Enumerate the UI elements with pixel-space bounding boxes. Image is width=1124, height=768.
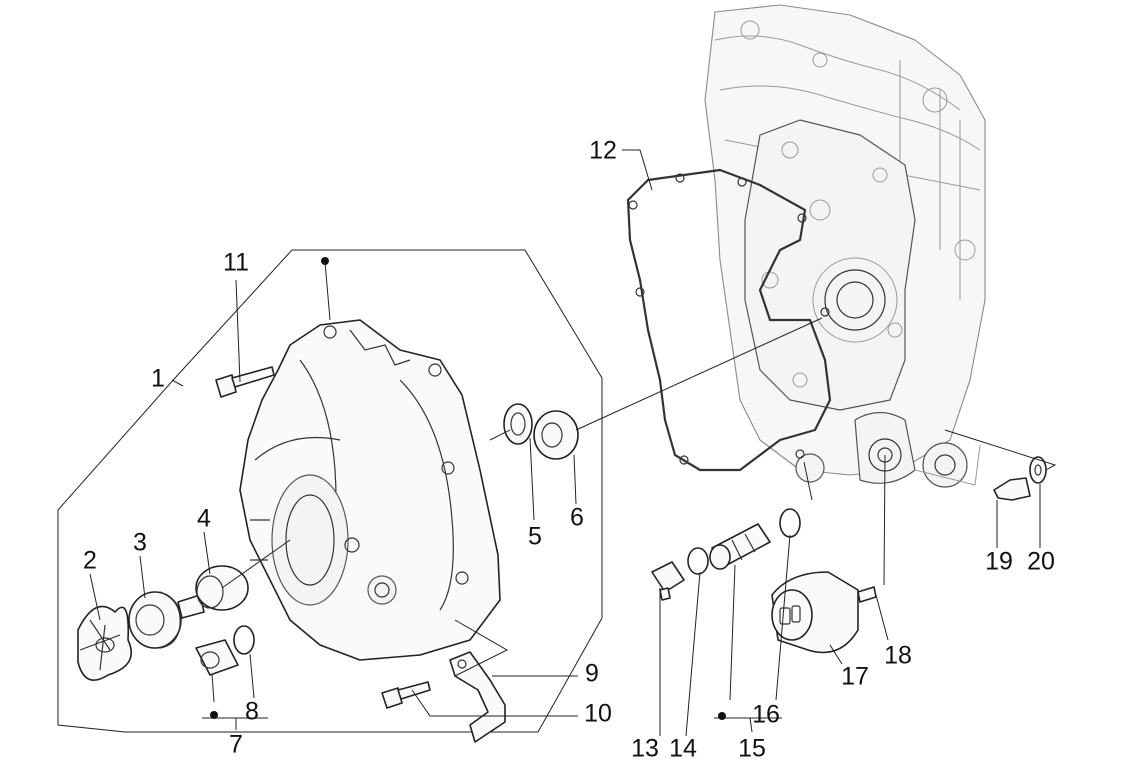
- small-fittings: [993, 456, 1047, 501]
- bolt-11: [215, 366, 275, 398]
- callout-labels: 1 2 3 4 5 6 7 8 9 10 11 12 13 14 15 16 1…: [83, 137, 1055, 763]
- bracket: [381, 651, 506, 743]
- callout-15: 15: [738, 735, 766, 763]
- callout-10: 10: [584, 700, 612, 728]
- callout-4: 4: [197, 505, 211, 533]
- filter-plug: [651, 508, 801, 601]
- callout-11: 11: [223, 249, 249, 277]
- seal-3: [128, 591, 182, 649]
- flywheel-cover: [239, 319, 501, 661]
- crankcase-background: [704, 4, 986, 488]
- gasket: [626, 168, 832, 472]
- callout-20: 20: [1027, 548, 1055, 576]
- callout-8: 8: [245, 698, 259, 726]
- callout-17: 17: [841, 663, 869, 691]
- assembly-outline: [57, 249, 603, 733]
- drain-plug: [195, 625, 255, 676]
- callout-12: 12: [589, 137, 617, 165]
- callout-16: 16: [752, 701, 780, 729]
- pump-shaft: [177, 565, 249, 619]
- gasket-holes: [628, 173, 830, 465]
- bearing-5: [503, 403, 533, 445]
- callout-6: 6: [570, 504, 584, 532]
- callout-5: 5: [528, 523, 542, 551]
- callout-18: 18: [884, 642, 912, 670]
- callout-1: 1: [151, 365, 165, 393]
- marker-dots: [210, 257, 726, 720]
- leader-lines: [89, 149, 1057, 737]
- callout-13: 13: [631, 735, 659, 763]
- callout-2: 2: [83, 547, 97, 575]
- oil-filter: [771, 571, 877, 654]
- callout-3: 3: [133, 529, 147, 557]
- callout-14: 14: [669, 735, 697, 763]
- callout-19: 19: [985, 548, 1013, 576]
- callout-9: 9: [585, 660, 599, 688]
- callout-7: 7: [229, 731, 243, 759]
- impeller: [77, 605, 133, 682]
- bearing-6: [533, 410, 579, 460]
